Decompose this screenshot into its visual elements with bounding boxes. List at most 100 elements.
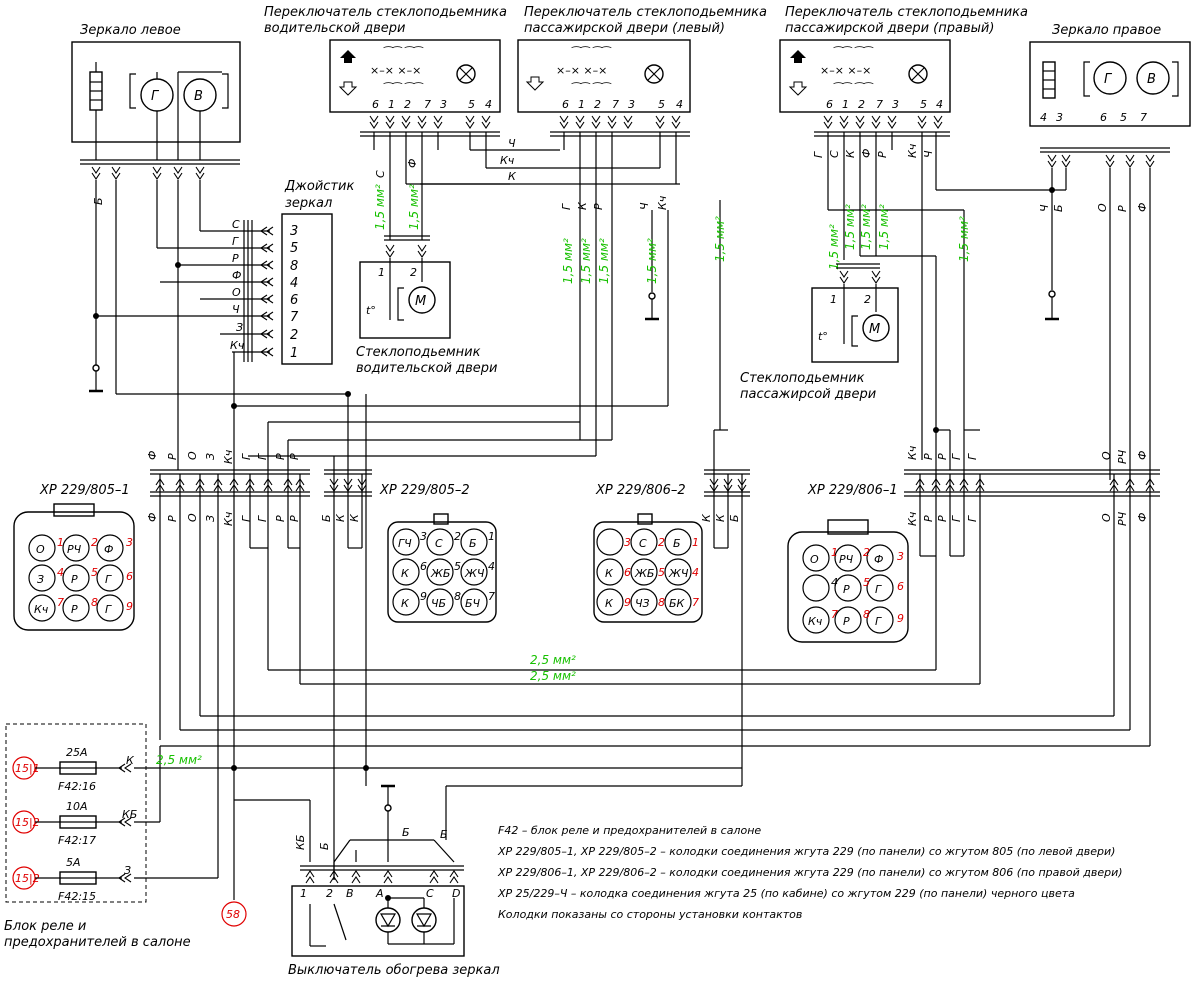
- p8062-c5: ЖБ: [634, 567, 654, 580]
- p8061-c9: Г: [875, 615, 882, 628]
- p8061-n3: 3: [897, 550, 904, 563]
- p8062-n6: 4: [692, 566, 699, 579]
- c8061-bot-f: Ф: [1136, 513, 1149, 522]
- drv-motor-title-2: водительской двери: [356, 361, 497, 376]
- fuse-block-title-2: предохранителей в салоне: [4, 935, 191, 950]
- c8062-bot-k1: К: [700, 513, 713, 522]
- mid-wire-k: К: [508, 170, 517, 183]
- p8051-n2: 2: [91, 536, 98, 549]
- mirror-right-pin-3: 3: [1056, 111, 1063, 124]
- pr-wire-r: Р: [876, 151, 889, 158]
- p8062-c7: К: [605, 597, 614, 610]
- fuse-3-name: F42:15: [58, 890, 96, 903]
- switch-pl-title-1: Переключатель стеклоподьемника: [524, 5, 767, 20]
- p8061-n2: 2: [863, 546, 870, 559]
- fuse-block: Блок реле и предохранителей в салоне 15|…: [4, 723, 202, 950]
- pr-wire-k: К: [844, 149, 857, 158]
- pr-wire-ch: Ч: [922, 150, 935, 158]
- joystick-wire-ch: Ч: [232, 303, 240, 316]
- p8051-n4: 4: [57, 566, 64, 579]
- note-1: F42 – блок реле и предохранителей в сало…: [498, 824, 761, 837]
- plug-805-2: ГЧ С Б К ЖБ ЖЧ К ЧБ БЧ 3 2 1 6 5 4 9 8 7: [387, 513, 497, 623]
- note-5: Колодки показаны со стороны установки ко…: [498, 908, 802, 921]
- switch-driver: Переключатель стеклоподьемника водительс…: [264, 5, 507, 137]
- driver-window-motor: 1 2 М t° Стеклоподьемник водительской дв…: [356, 258, 497, 376]
- p8062-n4: 6: [624, 566, 631, 579]
- c8062-bot-k2: К: [714, 513, 727, 522]
- mirror-right-g-label: Г: [1104, 72, 1113, 87]
- note-3: XP 229/806–1, XP 229/806–2 – колодки сое…: [497, 866, 1123, 879]
- c8061-top-r1: Р: [922, 453, 935, 460]
- fuse-2-name: F42:17: [58, 834, 96, 847]
- p8051-n7: 7: [57, 596, 64, 609]
- heater-pin-b: B: [346, 887, 354, 900]
- pr-wire-g: Г: [812, 151, 825, 158]
- c8061-bot-r1: Р: [922, 515, 935, 522]
- c8052-bot-k2: К: [348, 513, 361, 522]
- pr-cs-5: 1,5 мм²: [713, 216, 727, 262]
- heater-switch: Выключатель обогрева зеркал 1 2 B A C D …: [234, 784, 500, 978]
- svg-text:⁀⁀ ⁀⁀: ⁀⁀ ⁀⁀: [571, 82, 612, 95]
- joystick-wire-g: Г: [232, 235, 239, 248]
- plug-805-1: О РЧ Ф З Р Г Кч Р Г 1 2 3 4 5 6 7 8 9: [13, 503, 135, 631]
- sw-driver-pin-5: 5: [468, 98, 475, 111]
- svg-text:⁀⁀ ⁀⁀: ⁀⁀ ⁀⁀: [833, 82, 874, 95]
- heater-wire-b2: Б: [402, 826, 410, 839]
- fuse-2-wire: КБ: [122, 808, 137, 821]
- pl-wire-k: К: [576, 201, 589, 210]
- sw-pl-pin-3: 3: [628, 98, 635, 111]
- pr-wire-s: С: [828, 150, 841, 158]
- sw-driver-pin-4: 4: [485, 98, 492, 111]
- mirror-joystick: Джойстик зеркал 3 5 8 4 6 7 2 1 С Г Р Ф …: [89, 179, 354, 470]
- pr-motor-t: t°: [818, 330, 828, 343]
- sw-pr-pin-5: 5: [920, 98, 927, 111]
- p8062-n5: 5: [658, 566, 665, 579]
- c8061-bot-o: О: [1100, 513, 1113, 522]
- switch-driver-title-1: Переключатель стеклоподьемника: [264, 5, 507, 20]
- pl-cs-3: 1,5 мм²: [597, 238, 611, 284]
- c8061-top-r2: Р: [936, 453, 949, 460]
- p8062-c6: ЖЧ: [668, 567, 689, 580]
- svg-text:⁀⁀ ⁀⁀: ⁀⁀ ⁀⁀: [383, 82, 424, 95]
- joystick-pin-2: 2: [290, 328, 298, 343]
- joystick-pin-7: 7: [290, 310, 299, 325]
- p8051-n8: 8: [91, 596, 98, 609]
- c8051-top-z: З: [204, 453, 217, 460]
- mirror-right-v-label: В: [1147, 72, 1156, 87]
- pass-right-wiring: Г С К Ф Р Кч Ч 1,5 мм² 1,5 мм² 1,5 мм² 1…: [713, 132, 971, 480]
- heater-pin-1: 1: [300, 887, 307, 900]
- p8051-c7: Кч: [34, 603, 49, 616]
- sw-pr-pin-4: 4: [936, 98, 943, 111]
- p8062-n2: 2: [658, 536, 665, 549]
- p8062-n8: 8: [658, 596, 665, 609]
- heater-wire-b3: Б: [440, 828, 448, 841]
- drv-wire-f: Ф: [406, 159, 419, 168]
- c8051-top-r2: Р: [274, 453, 287, 460]
- c8051-bot-f: Ф: [146, 513, 159, 522]
- heater-pin-d: D: [452, 887, 460, 900]
- p8051-n3: 3: [126, 536, 133, 549]
- p8051-c3: Ф: [104, 543, 113, 556]
- ref-58-label: 58: [226, 908, 240, 921]
- pr-wire-f: Ф: [860, 149, 873, 158]
- mirror-left-g-label: Г: [151, 89, 160, 104]
- p8052-c4: К: [401, 567, 410, 580]
- p8062-c2: С: [639, 537, 647, 550]
- p8052-c8: ЧБ: [431, 597, 446, 610]
- plug-806-2: С Б К ЖБ ЖЧ К ЧЗ БК 3 2 1 6 5 4 9 8 7: [593, 513, 703, 623]
- p8051-c4: З: [37, 573, 44, 586]
- sw-pl-pin-2: 2: [594, 98, 601, 111]
- bus-brackets: [250, 547, 964, 557]
- ref-58: 58: [221, 901, 247, 927]
- pr-motor-title-2: пассажирсой двери: [740, 387, 876, 402]
- p8052-c1: ГЧ: [398, 537, 412, 550]
- fuse-ref-1: 15|1: [15, 762, 40, 775]
- c8051-top-f: Ф: [146, 451, 159, 460]
- c8062-bot-b: Б: [728, 514, 741, 522]
- p8051-c2: РЧ: [67, 543, 82, 556]
- driver-door-wiring: Ч Кч К С Ф 1,5 мм² 1,5 мм²: [373, 132, 680, 258]
- c8051-bot-o: О: [186, 513, 199, 522]
- connector-806-1-label: XP 229/806–1: [807, 483, 898, 498]
- pass-window-motor: 1 2 М t° Стеклоподьемник пассажирсой две…: [740, 284, 899, 402]
- pl-wire-kch: Кч: [656, 195, 669, 210]
